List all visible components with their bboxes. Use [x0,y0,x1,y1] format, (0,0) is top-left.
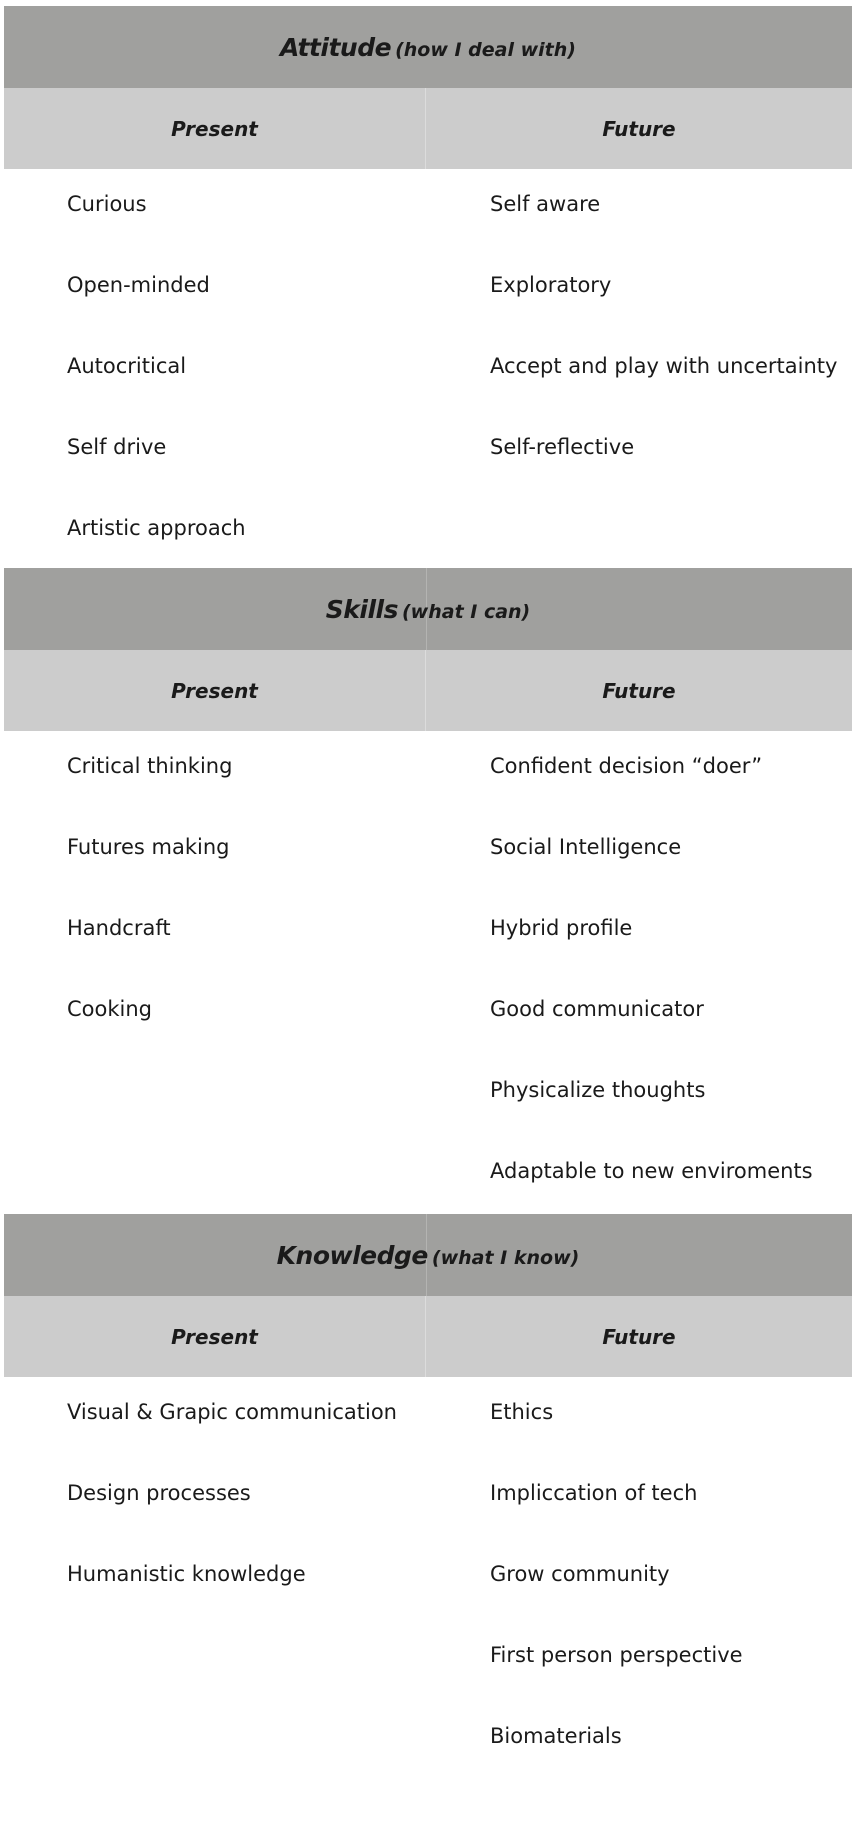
list-item: Autocritical [67,354,187,378]
section-header-attitude: Attitude(how I deal with) [4,6,852,88]
list-item: Accept and play with uncertainty [490,354,838,378]
list-item: Social Intelligence [490,835,682,859]
column-header-row: Present Future [4,88,852,169]
list-item: Futures making [67,835,230,859]
section-title-main: Knowledge [276,1240,429,1270]
list-item: Ethics [490,1400,554,1424]
section-knowledge: Knowledge(what I know) Present Future Vi… [4,1214,852,1782]
list-item: Open-minded [67,273,210,297]
list-item: Humanistic knowledge [67,1562,306,1586]
list-item: Handcraft [67,916,171,940]
list-item: First person perspective [490,1643,743,1667]
list-item: Exploratory [490,273,612,297]
list-item: Good communicator [490,997,704,1021]
column-header-present: Present [4,1296,426,1377]
column-header-future: Future [602,116,676,141]
list-item: Critical thinking [67,754,233,778]
section-title-main: Attitude [280,32,392,62]
section-skills: Skills(what I can) Present Future Critic… [4,568,852,1217]
present-column: Visual & Grapic communication Design pro… [4,1377,426,1782]
column-header-future: Future [602,1324,676,1349]
future-column: Self aware Exploratory Accept and play w… [426,169,852,574]
list-item: Impliccation of tech [490,1481,698,1505]
present-column: Critical thinking Futures making Handcra… [4,731,426,1217]
list-item: Cooking [67,997,152,1021]
list-item: Hybrid profile [490,916,633,940]
section-rows: Critical thinking Futures making Handcra… [4,731,852,1217]
list-item: Artistic approach [67,516,246,540]
column-header-present: Present [4,88,426,169]
list-item: Visual & Grapic communication [67,1400,397,1424]
section-rows: Curious Open-minded Autocritical Self dr… [4,169,852,574]
section-attitude: Attitude(how I deal with) Present Future… [4,6,852,574]
list-item: Adaptable to new enviroments [490,1159,813,1183]
section-header-knowledge: Knowledge(what I know) [4,1214,852,1296]
section-title: Attitude(how I deal with) [280,33,576,62]
section-rows: Visual & Grapic communication Design pro… [4,1377,852,1782]
column-header-present: Present [4,650,426,731]
list-item: Self-reflective [490,435,635,459]
present-column: Curious Open-minded Autocritical Self dr… [4,169,426,574]
list-item: Self aware [490,192,601,216]
list-item: Physicalize thoughts [490,1078,706,1102]
section-title-sub: (how I deal with) [395,38,576,61]
list-item: Self drive [67,435,167,459]
list-item: Curious [67,192,147,216]
section-title: Skills(what I can) [326,595,531,624]
section-title-sub: (what I can) [401,600,531,623]
column-header-row: Present Future [4,650,852,731]
list-item: Design processes [67,1481,251,1505]
section-title-main: Skills [325,594,399,624]
column-header-future: Future [602,678,676,703]
column-header-row: Present Future [4,1296,852,1377]
list-item: Grow community [490,1562,670,1586]
future-column: Confident decision “doer” Social Intelli… [426,731,852,1217]
section-header-skills: Skills(what I can) [4,568,852,650]
competency-table: Attitude(how I deal with) Present Future… [4,6,852,1782]
list-item: Biomaterials [490,1724,622,1748]
future-column: Ethics Impliccation of tech Grow communi… [426,1377,852,1782]
list-item: Confident decision “doer” [490,754,763,778]
section-title-sub: (what I know) [431,1246,580,1269]
section-title: Knowledge(what I know) [277,1241,580,1270]
